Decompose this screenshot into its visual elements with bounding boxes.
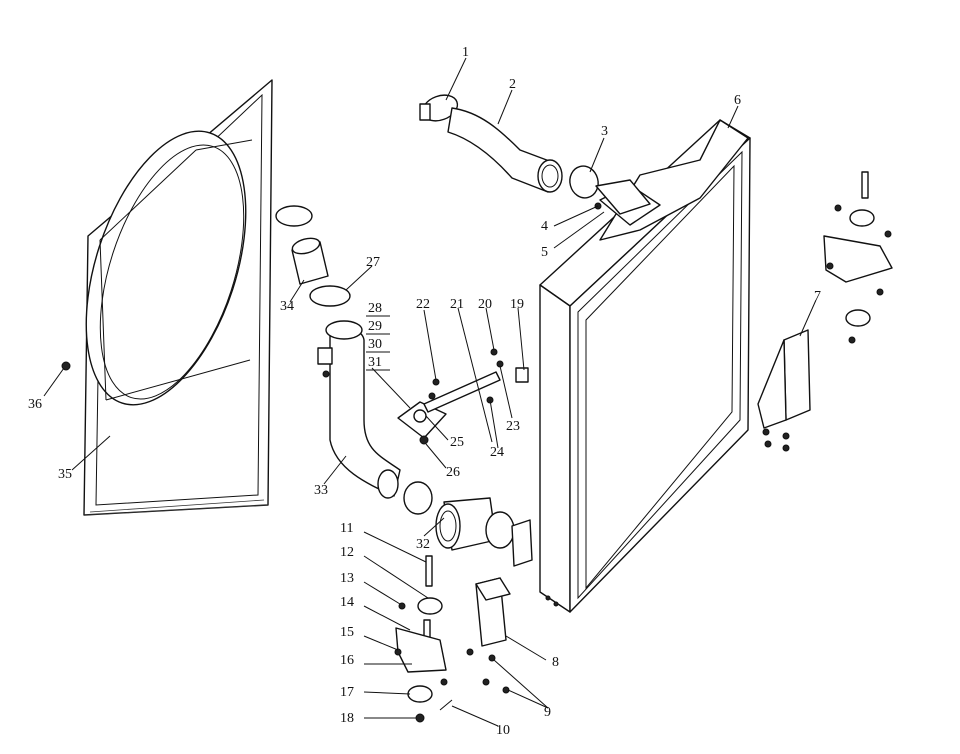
callout-26: 26 bbox=[446, 465, 460, 480]
callout-7: 7 bbox=[814, 289, 821, 304]
lower-hose-clamp-left bbox=[403, 481, 433, 515]
lower-mount-assembly bbox=[394, 555, 510, 723]
radiator-inlet-pipe bbox=[594, 179, 651, 215]
upper-hose-clamp bbox=[419, 94, 459, 122]
callout-32: 32 bbox=[416, 537, 430, 552]
lower-mount-bracket bbox=[475, 577, 511, 647]
right-mount-bracket bbox=[757, 329, 811, 452]
stay-bracket-plate bbox=[397, 401, 447, 439]
small-hose bbox=[291, 237, 329, 285]
radiator-outlet-pipe bbox=[511, 519, 533, 567]
callout-3: 3 bbox=[601, 124, 608, 139]
fan-shroud bbox=[83, 79, 273, 516]
callout-18: 18 bbox=[340, 711, 354, 726]
callout-21: 21 bbox=[450, 297, 464, 312]
callout-9: 9 bbox=[544, 705, 551, 720]
lower-hose bbox=[435, 497, 497, 551]
right-upper-mount bbox=[823, 171, 893, 344]
callout-23: 23 bbox=[506, 419, 520, 434]
radiator bbox=[539, 119, 751, 613]
callout-4: 4 bbox=[541, 219, 548, 234]
callout-2: 2 bbox=[509, 77, 516, 92]
callout-19: 19 bbox=[510, 297, 524, 312]
callout-34: 34 bbox=[280, 299, 294, 314]
callout-22: 22 bbox=[416, 297, 430, 312]
callout-36: 36 bbox=[28, 397, 42, 412]
callout-25: 25 bbox=[450, 435, 464, 450]
upper-hose-clamp-2 bbox=[569, 165, 599, 199]
callout-24: 24 bbox=[490, 445, 504, 460]
small-hose-clamp bbox=[275, 205, 313, 227]
callout-bracket-lines bbox=[366, 315, 390, 371]
callout-15: 15 bbox=[340, 625, 354, 640]
callout-20: 20 bbox=[478, 297, 492, 312]
upper-hose bbox=[447, 107, 563, 193]
lower-bent-hose bbox=[317, 320, 401, 499]
callout-13: 13 bbox=[340, 571, 354, 586]
callout-6: 6 bbox=[734, 93, 741, 108]
callout-16: 16 bbox=[340, 653, 354, 668]
callout-31: 31 bbox=[368, 355, 382, 370]
callout-11: 11 bbox=[340, 521, 353, 536]
callout-14: 14 bbox=[340, 595, 354, 610]
stay-rod bbox=[423, 371, 501, 413]
callout-12: 12 bbox=[340, 545, 354, 560]
callout-17: 17 bbox=[340, 685, 354, 700]
callout-8: 8 bbox=[552, 655, 559, 670]
callout-28: 28 bbox=[368, 301, 382, 316]
leader-lines bbox=[43, 57, 817, 727]
callout-29: 29 bbox=[368, 319, 382, 334]
callout-10: 10 bbox=[496, 723, 510, 738]
callout-1: 1 bbox=[462, 45, 469, 60]
callout-27: 27 bbox=[366, 255, 380, 270]
lower-hose-clamp-right bbox=[485, 511, 515, 549]
callout-5: 5 bbox=[541, 245, 548, 260]
hose-clamp bbox=[309, 285, 351, 307]
callout-labels: 1 2 3 4 5 6 7 8 9 10 11 12 13 14 15 16 1… bbox=[28, 45, 821, 738]
callout-33: 33 bbox=[314, 483, 328, 498]
callout-30: 30 bbox=[368, 337, 382, 352]
callout-35: 35 bbox=[58, 467, 72, 482]
stay-rod-fasteners bbox=[419, 348, 529, 445]
